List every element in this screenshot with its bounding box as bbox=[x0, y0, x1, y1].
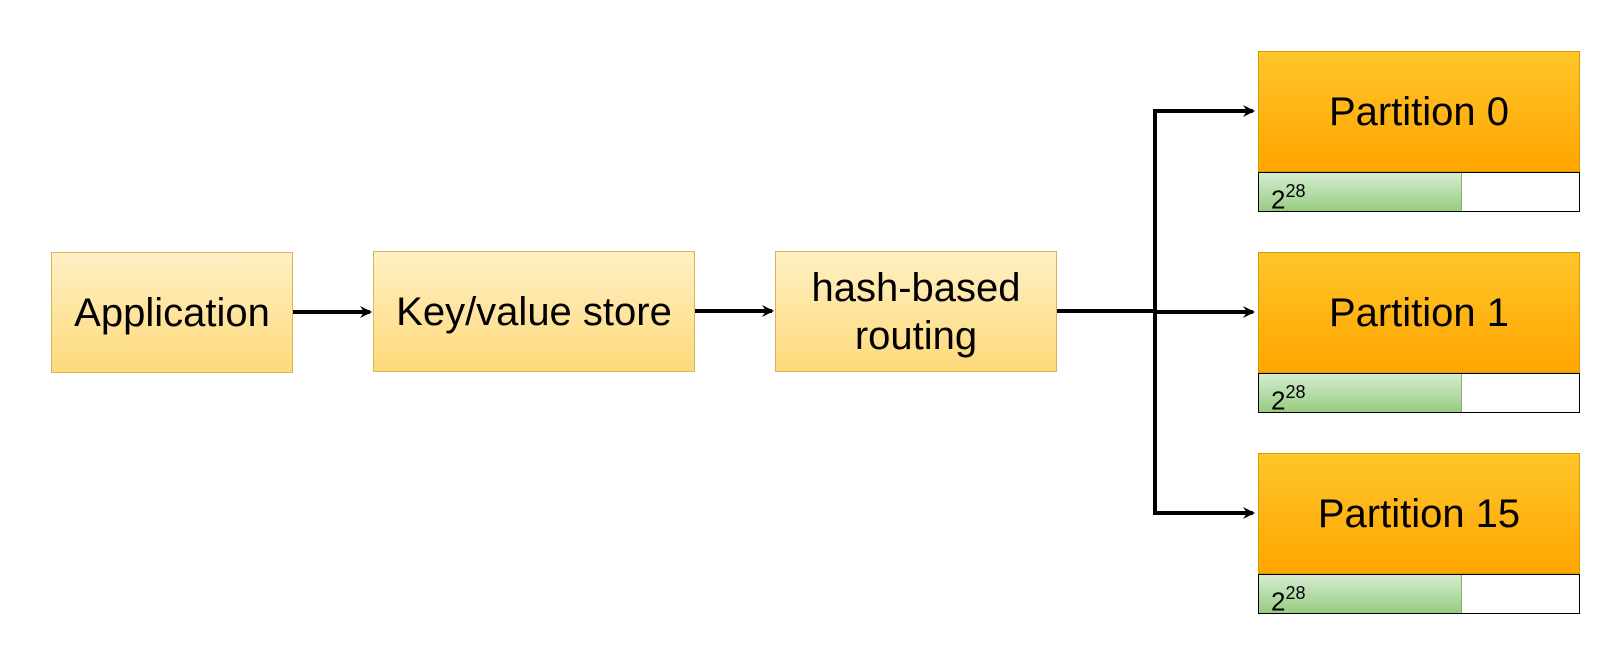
application-label: Application bbox=[74, 290, 270, 335]
partition-0-capacity-label: 228 bbox=[1271, 181, 1306, 215]
kv-store-node: Key/value store bbox=[373, 251, 695, 372]
kv-store-label: Key/value store bbox=[396, 289, 672, 334]
partition-0-capacity-bar: 228 bbox=[1258, 172, 1580, 215]
partition-15-node: Partition 15 bbox=[1258, 453, 1580, 574]
partition-1-capacity-fill bbox=[1259, 374, 1462, 412]
partition-1-capacity-label: 228 bbox=[1271, 382, 1306, 416]
partition-15-label: Partition 15 bbox=[1317, 491, 1521, 536]
partition-0-capacity-fill bbox=[1259, 173, 1462, 211]
routing-node: hash-based routing bbox=[775, 251, 1057, 372]
partition-0-node: Partition 0 bbox=[1258, 51, 1580, 172]
partition-15-capacity-bar: 228 bbox=[1258, 574, 1580, 617]
partition-1-label: Partition 1 bbox=[1328, 290, 1510, 335]
partition-1-capacity-bar: 228 bbox=[1258, 373, 1580, 416]
partition-0-label: Partition 0 bbox=[1328, 89, 1510, 134]
routing-label-line2: routing bbox=[854, 313, 978, 358]
partition-15-capacity-fill bbox=[1259, 575, 1462, 613]
partition-15-capacity-label: 228 bbox=[1271, 583, 1306, 617]
application-node: Application bbox=[51, 252, 293, 373]
routing-label-line1: hash-based bbox=[811, 265, 1021, 310]
partition-1-node: Partition 1 bbox=[1258, 252, 1580, 373]
